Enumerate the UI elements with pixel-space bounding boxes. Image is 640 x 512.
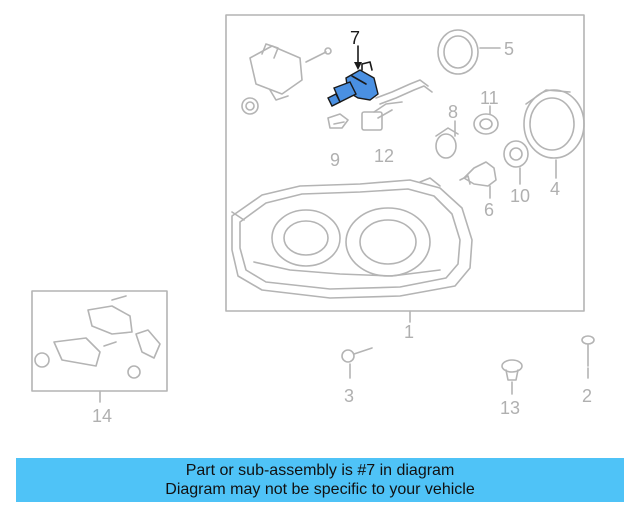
clip-part-13 — [501, 359, 523, 395]
callout-11[interactable]: 11 — [480, 88, 499, 108]
bulb-part-6 — [459, 161, 497, 199]
bulb-part-8 — [435, 120, 459, 159]
banner-line-2: Diagram may not be specific to your vehi… — [165, 481, 475, 498]
wiring-harness — [361, 79, 433, 131]
callout-6[interactable]: 6 — [484, 200, 494, 220]
callout-12[interactable]: 12 — [374, 146, 394, 166]
socket-part-10 — [503, 140, 529, 185]
callout-3[interactable]: 3 — [344, 386, 354, 406]
cap-part-5 — [437, 29, 501, 75]
callout-2[interactable]: 2 — [582, 386, 592, 406]
callout-4[interactable]: 4 — [550, 179, 560, 199]
headlamp-assembly-frame — [225, 14, 585, 312]
leveling-motor — [241, 43, 332, 115]
socket-part-9 — [327, 113, 349, 129]
bracket-kit-contents — [34, 295, 161, 379]
headlamp-housing — [231, 177, 473, 299]
bolt-part-2 — [581, 335, 595, 379]
info-banner: Part or sub-assembly is #7 in diagram Di… — [16, 458, 624, 502]
banner-line-1: Part or sub-assembly is #7 in diagram — [185, 462, 455, 479]
callout-10[interactable]: 10 — [510, 186, 530, 206]
bulb-part-7 — [327, 45, 379, 107]
callout-5[interactable]: 5 — [504, 39, 514, 59]
callout-7[interactable]: 7 — [350, 28, 360, 48]
callout-9[interactable]: 9 — [330, 150, 340, 170]
screw-part-3 — [341, 347, 373, 379]
dust-cover-part-4 — [523, 89, 585, 179]
callout-8[interactable]: 8 — [448, 102, 458, 122]
callout-13[interactable]: 13 — [500, 398, 520, 418]
callout-14[interactable]: 14 — [92, 406, 112, 426]
callout-1[interactable]: 1 — [404, 322, 414, 342]
socket-part-11 — [473, 105, 499, 135]
bracket-kit-frame — [31, 290, 168, 392]
